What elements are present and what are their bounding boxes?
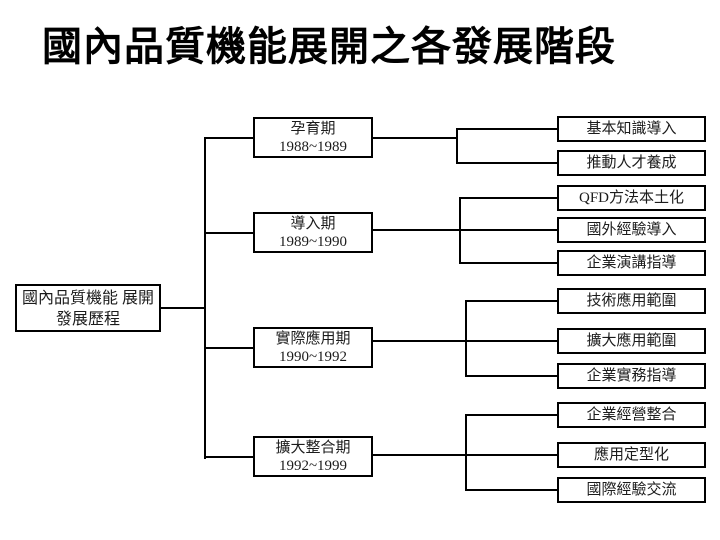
stage-years: 1990~1992 (278, 349, 348, 365)
connector-root-horizontal (161, 307, 205, 309)
connector-feed-stage2 (373, 229, 460, 231)
stage-name: 孕育期 (290, 121, 336, 137)
outcome-node: 應用定型化 (557, 442, 706, 468)
outcome-node: QFD方法本土化 (557, 185, 706, 211)
arm-outcome-2 (456, 162, 557, 164)
arm-outcome-11 (465, 489, 557, 491)
bracket-stage4 (465, 414, 467, 491)
page-title: 國內品質機能展開之各發展階段 (42, 24, 616, 69)
outcome-node: 企業實務指導 (557, 363, 706, 389)
connector-trunk-vertical (204, 137, 206, 459)
connector-feed-stage1 (373, 137, 457, 139)
outcome-node: 企業演講指導 (557, 250, 706, 276)
arm-outcome-10 (465, 454, 557, 456)
arm-outcome-4 (459, 229, 557, 231)
stage-node-introduction: 導入期 1989~1990 (253, 212, 373, 253)
stage-name: 擴大整合期 (275, 440, 351, 456)
outcome-node: 國外經驗導入 (557, 217, 706, 243)
outcome-node: 技術應用範圍 (557, 288, 706, 314)
root-node: 國內品質機能 展開發展歷程 (15, 284, 161, 332)
arm-outcome-9 (465, 414, 557, 416)
outcome-node: 擴大應用範圍 (557, 328, 706, 354)
stage-node-integration: 擴大整合期 1992~1999 (253, 436, 373, 477)
outcome-node: 推動人才養成 (557, 150, 706, 176)
root-label-line1: 國內品質機能 (21, 290, 118, 307)
bracket-stage3 (465, 300, 467, 377)
arm-outcome-5 (459, 262, 557, 264)
outcome-node: 基本知識導入 (557, 116, 706, 142)
connector-feed-stage3 (373, 340, 466, 342)
root-label-line2: 展開發展歷程 (55, 290, 155, 328)
connector-branch-stage2 (205, 232, 253, 234)
arm-outcome-6 (465, 300, 557, 302)
stage-node-application: 實際應用期 1990~1992 (253, 327, 373, 368)
bracket-stage1 (456, 128, 458, 164)
arm-outcome-3 (459, 197, 557, 199)
stage-years: 1988~1989 (278, 139, 348, 155)
connector-branch-stage1 (205, 137, 253, 139)
arm-outcome-8 (465, 375, 557, 377)
arm-outcome-1 (456, 128, 557, 130)
arm-outcome-7 (465, 340, 557, 342)
connector-branch-stage3 (205, 347, 253, 349)
connector-branch-stage4 (205, 456, 253, 458)
stage-name: 導入期 (290, 216, 336, 232)
stage-years: 1992~1999 (278, 458, 348, 474)
outcome-node: 企業經營整合 (557, 402, 706, 428)
stage-years: 1989~1990 (278, 234, 348, 250)
stage-node-incubation: 孕育期 1988~1989 (253, 117, 373, 158)
outcome-node: 國際經驗交流 (557, 477, 706, 503)
connector-feed-stage4 (373, 454, 466, 456)
stage-name: 實際應用期 (275, 331, 351, 347)
